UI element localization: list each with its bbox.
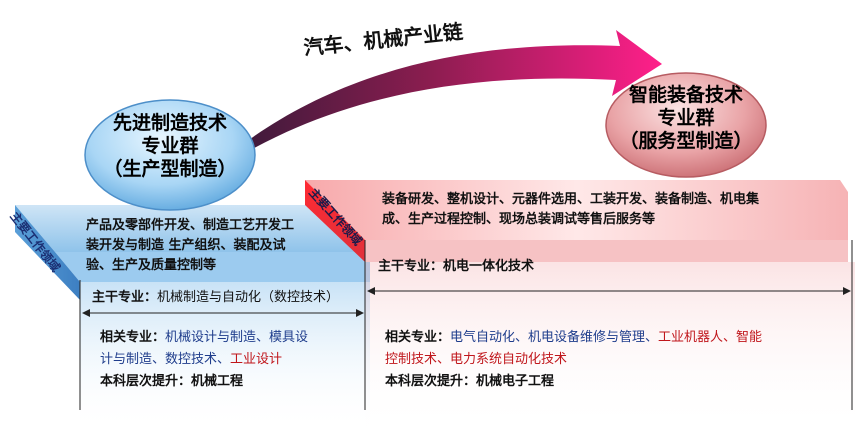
right-work-line-1: 装备研发、整机设计、元器件选用、工装开发、装备制造、机电集 [382, 192, 760, 207]
right-work-line-2: 成、生产过程控制、现场总装调试等售后服务等 [382, 212, 656, 227]
left-related-value-red: 工业设计 [230, 352, 283, 367]
right-related-value-1: 电气自动化、机电设备维修与管理、 [450, 330, 659, 345]
right-main-major-label: 主干专业： [378, 259, 444, 274]
left-title-line-1: 先进制造技术 [112, 112, 227, 134]
right-related-value-red-1: 工业机器人、智能 [658, 330, 763, 345]
left-upgrade-value: 机械工程 [191, 374, 244, 389]
right-range-arrow [367, 287, 851, 295]
chain-arrow [235, 30, 662, 156]
right-block-body [365, 262, 855, 432]
left-block-body [80, 282, 370, 432]
right-group-title: 智能装备技术 专业群 （服务型制造） [610, 84, 762, 154]
right-related-value-red-2: 控制技术、电力系统自动化技术 [385, 352, 568, 367]
left-work-line-1: 产品及零部件开发、制造工艺开发工 [86, 218, 295, 233]
left-group-title: 先进制造技术 专业群 （生产型制造） [95, 112, 245, 182]
right-main-major-value: 机电一体化技术 [443, 259, 535, 274]
left-related-value-1: 机械设计与制造、模具设 [165, 330, 309, 345]
right-upgrade-value: 机械电子工程 [476, 374, 555, 389]
left-work-area: 产品及零部件开发、制造工艺开发工 装开发与制造 生产组织、装配及试 验、生产及质… [86, 216, 366, 276]
left-group-ellipse [84, 99, 256, 211]
right-work-area: 装备研发、整机设计、元器件选用、工装开发、装备制造、机电集 成、生产过程控制、现… [382, 190, 842, 230]
right-block-top [305, 180, 848, 240]
left-block-front [55, 252, 370, 282]
right-title-line-2: 专业群 [657, 107, 715, 130]
left-block-top [15, 205, 370, 252]
left-related-value-2: 计与制造、数控技术 [100, 352, 218, 367]
left-title-line-3: （生产型制造） [103, 158, 237, 181]
right-title-line-1: 智能装备技术 [628, 84, 743, 106]
left-work-line-3: 验、生产及质量控制等 [86, 258, 217, 273]
left-main-major-label: 主干专业： [92, 290, 158, 305]
left-upgrade-label: 本科层次提升： [100, 374, 192, 389]
right-group-ellipse [605, 72, 767, 178]
right-related: 相关专业：电气自动化、机电设备维修与管理、工业机器人、智能 控制技术、电力系统自… [385, 327, 845, 393]
left-block-side [15, 205, 80, 300]
left-main-major: 主干专业：机械制造与自动化（数控技术） [92, 287, 339, 309]
left-title-line-2: 专业群 [141, 135, 199, 158]
right-title-line-3: （服务型制造） [619, 130, 753, 153]
right-related-label: 相关专业： [385, 330, 451, 345]
right-block-side [305, 180, 365, 262]
left-related-sep: 、 [217, 352, 231, 367]
left-related-label: 相关专业： [100, 330, 166, 345]
right-block-front [365, 240, 848, 262]
left-main-major-value: 机械制造与自动化（数控技术） [157, 290, 340, 305]
left-range-arrow [82, 309, 364, 317]
left-related: 相关专业：机械设计与制造、模具设 计与制造、数控技术、工业设计 本科层次提升：机… [100, 327, 360, 393]
right-main-major: 主干专业：机电一体化技术 [378, 256, 534, 278]
right-upgrade-label: 本科层次提升： [385, 374, 477, 389]
left-work-line-2: 装开发与制造 生产组织、装配及试 [86, 238, 286, 253]
